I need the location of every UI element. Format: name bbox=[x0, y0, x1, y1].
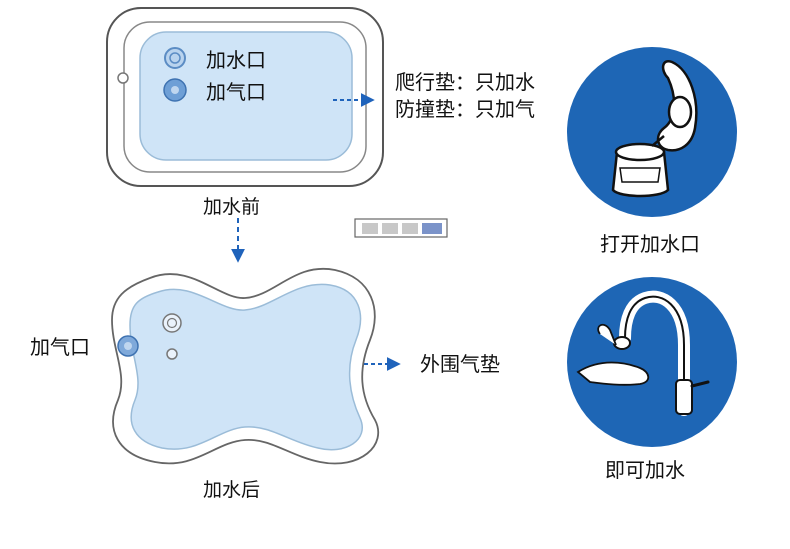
color-swatches bbox=[354, 218, 448, 238]
small-valve-icon bbox=[117, 72, 129, 84]
mat-after bbox=[111, 267, 380, 465]
add-water-illustration bbox=[567, 277, 737, 447]
water-inlet-valve-icon bbox=[164, 47, 186, 69]
valve-cap-icon bbox=[611, 59, 698, 198]
after-air-inlet-label: 加气口 bbox=[30, 335, 90, 359]
open-inlet-illustration bbox=[567, 47, 737, 217]
crawl-mat-note: 爬行垫：只加水 bbox=[395, 70, 535, 94]
water-inlet-label: 加水口 bbox=[206, 48, 266, 72]
add-water-caption: 即可加水 bbox=[605, 458, 685, 482]
after-caption: 加水后 bbox=[203, 479, 261, 501]
open-inlet-caption: 打开加水口 bbox=[600, 232, 700, 256]
bumper-mat-note: 防撞垫：只加气 bbox=[395, 97, 535, 121]
faucet-icon bbox=[576, 290, 710, 416]
air-inlet-valve-icon bbox=[163, 78, 187, 102]
outer-ring-label: 外围气垫 bbox=[420, 352, 500, 376]
mat-before bbox=[106, 7, 384, 187]
water-inlet-valve-icon bbox=[162, 313, 182, 333]
air-inlet-valve-icon bbox=[117, 335, 139, 357]
before-caption: 加水前 bbox=[203, 196, 261, 218]
small-valve-icon bbox=[166, 348, 178, 360]
air-inlet-label: 加气口 bbox=[206, 80, 266, 104]
